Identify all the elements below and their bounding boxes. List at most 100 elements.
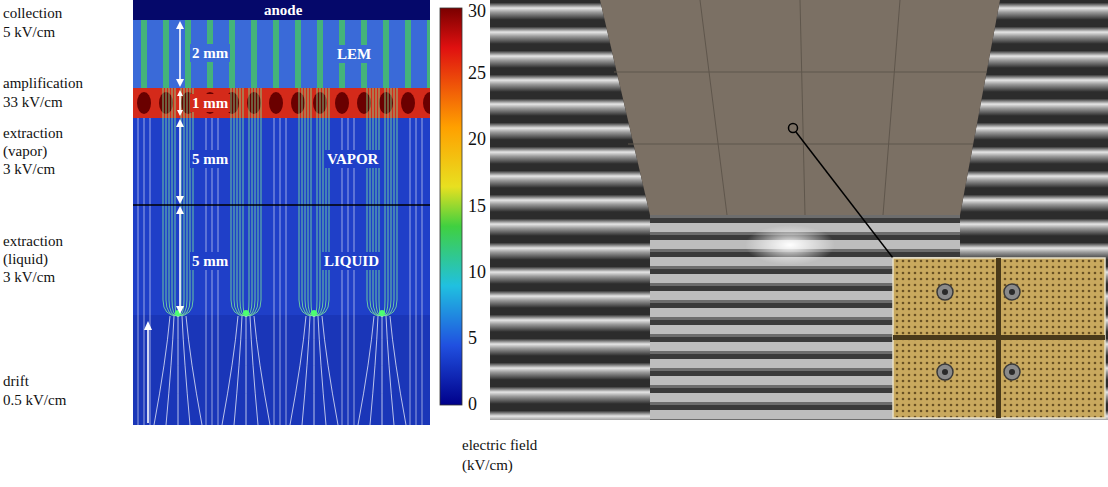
detector-photo: [490, 0, 1108, 420]
field-focus: [243, 310, 249, 316]
field-line: [280, 118, 281, 425]
drift-line: [314, 316, 315, 425]
colorbar-tick: 25: [468, 64, 486, 82]
field-line: [274, 118, 275, 425]
field-line: [308, 88, 320, 316]
region-label: amplification: [3, 74, 83, 92]
colorbar-tick: 20: [468, 130, 486, 148]
drift-region: [133, 315, 430, 425]
lem-field-strip: [427, 20, 430, 88]
drift-line: [382, 316, 383, 425]
part-label: anode: [262, 1, 304, 19]
dimension: 5 mm: [190, 252, 230, 270]
dimension: 1 mm: [190, 94, 230, 112]
lem-field-strip: [251, 20, 257, 88]
region-label: drift: [3, 372, 29, 390]
field-line: [305, 88, 323, 316]
colorbar-tick: 5: [468, 329, 477, 347]
drift-line: [318, 316, 326, 425]
field-line: [302, 88, 326, 316]
lem-field-strip: [163, 20, 169, 88]
field-line: [166, 88, 190, 316]
axis-unit: (kV/cm): [462, 456, 513, 474]
field-line: [237, 88, 255, 316]
lem-hole: [357, 92, 371, 114]
field-line: [240, 88, 252, 316]
field-line: [163, 88, 193, 316]
field-line: [286, 118, 287, 425]
field-line: [370, 88, 394, 316]
phase-label: LIQUID: [322, 252, 381, 270]
lem-inset: [893, 258, 1105, 418]
drift-line: [182, 316, 190, 425]
lem-field-strip: [317, 20, 323, 88]
lem-hole: [269, 92, 283, 114]
field-line: [299, 88, 329, 316]
drift-line: [250, 316, 258, 425]
colorbar-tick: 30: [468, 2, 486, 20]
zoom-marker: [789, 124, 798, 133]
field-value: 5 kV/cm: [3, 23, 55, 41]
dimension: 2 mm: [190, 44, 230, 62]
lem-field-strip: [141, 20, 147, 88]
drift-line: [178, 316, 179, 425]
axis-title: electric field: [462, 436, 537, 454]
part-label: LEM: [335, 45, 373, 63]
region-label: extraction: [3, 232, 63, 250]
lem-hole: [423, 92, 430, 114]
field-value: 0.5 kV/cm: [3, 391, 66, 409]
ceiling-tile-seams: [614, 0, 987, 215]
drift-line: [386, 316, 394, 425]
field-map: [133, 0, 437, 425]
region-label: extraction: [3, 124, 63, 142]
field-line: [234, 88, 258, 316]
field-line: [150, 118, 151, 425]
field-line: [376, 88, 388, 316]
lem-field-strip: [405, 20, 411, 88]
field-line: [311, 88, 317, 316]
drift-line: [234, 316, 242, 425]
lem-ceiling: [600, 0, 1000, 215]
field-ground: [133, 0, 430, 425]
dimension: 5 mm: [190, 150, 230, 168]
color-bar: [440, 8, 462, 405]
field-line: [169, 88, 187, 316]
field-line: [144, 118, 145, 425]
region-label: (vapor): [3, 142, 47, 160]
lem-field-strip: [295, 20, 301, 88]
drift-line: [370, 316, 378, 425]
region-label: collection: [3, 4, 62, 22]
field-line: [367, 88, 397, 316]
liquid-surface: [133, 204, 430, 206]
field-line: [231, 88, 261, 316]
drift-line: [390, 316, 406, 425]
anode-plate: [133, 0, 430, 20]
drift-line: [322, 316, 338, 425]
lem-hole: [401, 92, 415, 114]
lamp-glare: [745, 225, 835, 265]
leader-line: [796, 132, 893, 258]
drift-line: [186, 316, 202, 425]
collection-region: [133, 20, 430, 88]
field-line: [379, 88, 385, 316]
field-lines: [137, 20, 430, 425]
lem-field-strip: [273, 20, 279, 88]
drift-line: [166, 316, 174, 425]
lem-field-strip: [383, 20, 389, 88]
field-line: [243, 88, 249, 316]
lem-hole: [137, 92, 151, 114]
dimension-arrows: [144, 21, 184, 423]
colorbar-tick: 15: [468, 197, 486, 215]
field-value: 33 kV/cm: [3, 93, 63, 111]
field-line: [172, 88, 184, 316]
field-focus: [379, 310, 385, 316]
colorbar-tick: 0: [468, 395, 477, 413]
colorbar-tick: 10: [468, 263, 486, 281]
lem-hole: [335, 92, 349, 114]
drift-line: [246, 316, 247, 425]
field-value: 3 kV/cm: [3, 160, 55, 178]
drift-line: [254, 316, 270, 425]
field-line: [373, 88, 391, 316]
field-value: 3 kV/cm: [3, 268, 55, 286]
